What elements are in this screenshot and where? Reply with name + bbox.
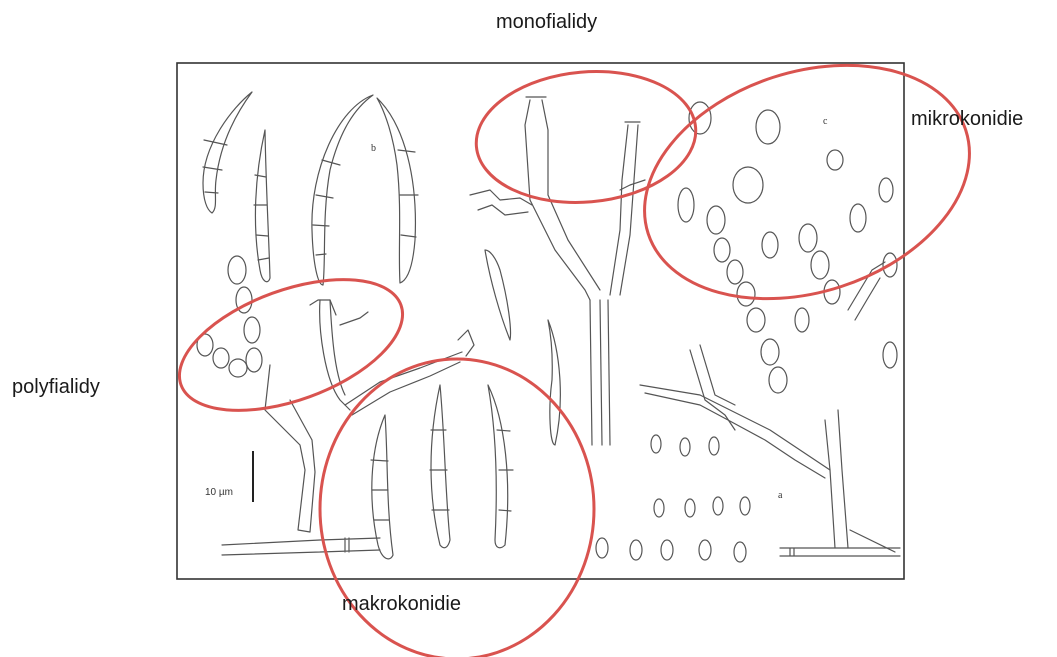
macroconidium	[485, 250, 511, 340]
scale-bar-label: 10 µm	[205, 488, 233, 498]
label-makrokonidie: makrokonidie	[342, 594, 461, 614]
macroconidium	[488, 385, 508, 548]
macroconidium	[548, 320, 560, 445]
label-mikrokonidie: mikrokonidie	[911, 109, 1023, 129]
highlight-polyfialidy	[162, 253, 420, 436]
highlight-ellipses	[162, 26, 1000, 657]
macroconidium	[312, 95, 373, 285]
panel-b-label: b	[371, 144, 376, 154]
highlight-mikrokonidie	[614, 26, 1000, 338]
panel-a-label: a	[778, 491, 782, 501]
macroconidium	[431, 385, 450, 548]
label-monofialidy: monofialidy	[496, 12, 597, 32]
macroconidium	[372, 415, 393, 559]
label-polyfialidy: polyfialidy	[12, 377, 100, 397]
macroconidium	[203, 92, 252, 213]
line-drawing	[197, 92, 900, 562]
highlight-monofialidy	[471, 63, 701, 212]
panel-c-label: c	[823, 117, 827, 127]
macroconidium	[377, 98, 415, 283]
